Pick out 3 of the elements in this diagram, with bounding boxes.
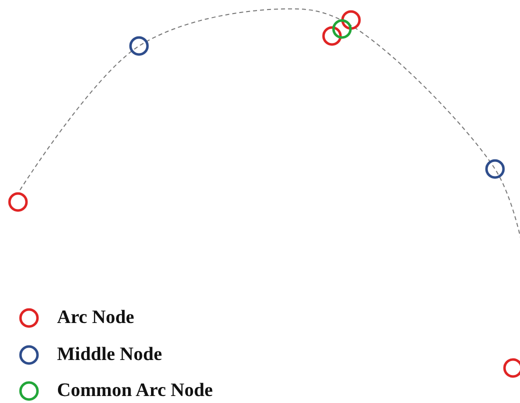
legend-label: Middle Node (57, 344, 162, 366)
legend-label: Common Arc Node (57, 380, 213, 402)
legend-label: Arc Node (57, 307, 134, 329)
